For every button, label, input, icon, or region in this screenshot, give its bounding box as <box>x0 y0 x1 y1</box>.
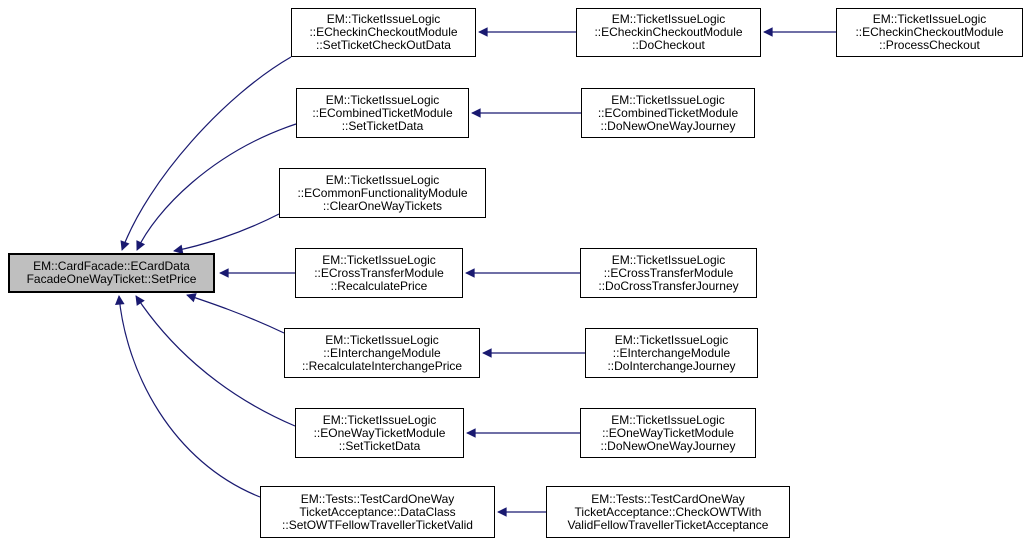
node-label: EM::TicketIssueLogic ::ECombinedTicketMo… <box>597 92 739 133</box>
node-combined-ticket-do-new-one-way-journey[interactable]: EM::TicketIssueLogic ::ECombinedTicketMo… <box>581 88 755 138</box>
node-card-facade-set-price: EM::CardFacade::ECardData FacadeOneWayTi… <box>8 253 215 293</box>
node-cross-transfer-recalculate-price[interactable]: EM::TicketIssueLogic ::ECrossTransferMod… <box>295 248 463 298</box>
edge-combined-set-ticket-data-to-set-price <box>136 123 297 251</box>
node-common-functionality-clear-one-way-tickets[interactable]: EM::TicketIssueLogic ::ECommonFunctional… <box>279 168 486 218</box>
node-interchange-do-interchange-journey[interactable]: EM::TicketIssueLogic ::EInterchangeModul… <box>585 328 758 378</box>
node-label: EM::TicketIssueLogic ::ECommonFunctional… <box>297 172 468 213</box>
node-label: EM::TicketIssueLogic ::ECrossTransferMod… <box>314 252 444 293</box>
node-label: EM::TicketIssueLogic ::ECheckinCheckoutM… <box>855 12 1004 52</box>
node-combined-ticket-set-ticket-data[interactable]: EM::TicketIssueLogic ::ECombinedTicketMo… <box>296 88 469 138</box>
node-label: EM::TicketIssueLogic ::EOneWayTicketModu… <box>313 412 446 453</box>
node-one-way-ticket-do-new-one-way-journey[interactable]: EM::TicketIssueLogic ::EOneWayTicketModu… <box>580 408 756 458</box>
edge-one-way-set-ticket-data-to-set-price <box>135 295 296 427</box>
edge-interchange-recalculate-price-to-set-price <box>186 293 285 334</box>
node-checkin-checkout-do-checkout[interactable]: EM::TicketIssueLogic ::ECheckinCheckoutM… <box>576 8 761 57</box>
edge-checkin-set-checkout-data-to-set-price <box>120 56 292 251</box>
node-label: EM::Tests::TestCardOneWay TicketAcceptan… <box>567 491 769 532</box>
node-label: EM::TicketIssueLogic ::EInterchangeModul… <box>607 332 736 373</box>
node-checkin-checkout-process-checkout[interactable]: EM::TicketIssueLogic ::ECheckinCheckoutM… <box>836 8 1023 57</box>
node-tests-check-owt-with-valid-fellow-traveller-ticket-acceptance[interactable]: EM::Tests::TestCardOneWay TicketAcceptan… <box>546 486 790 538</box>
node-label: EM::TicketIssueLogic ::EOneWayTicketModu… <box>600 412 736 453</box>
node-one-way-ticket-set-ticket-data[interactable]: EM::TicketIssueLogic ::EOneWayTicketModu… <box>295 408 464 458</box>
edge-tests-set-owt-valid-to-set-price <box>115 295 261 498</box>
node-label: EM::Tests::TestCardOneWay TicketAcceptan… <box>282 491 473 532</box>
node-tests-data-class-set-owt-fellow-traveller-ticket-valid[interactable]: EM::Tests::TestCardOneWay TicketAcceptan… <box>260 486 495 538</box>
node-label: EM::TicketIssueLogic ::ECheckinCheckoutM… <box>309 12 458 52</box>
node-checkin-checkout-set-ticket-checkout-data[interactable]: EM::TicketIssueLogic ::ECheckinCheckoutM… <box>291 8 476 57</box>
node-label: EM::TicketIssueLogic ::ECombinedTicketMo… <box>312 92 453 133</box>
node-label: EM::CardFacade::ECardData FacadeOneWayTi… <box>26 259 197 286</box>
node-cross-transfer-do-cross-transfer-journey[interactable]: EM::TicketIssueLogic ::ECrossTransferMod… <box>580 248 757 298</box>
node-label: EM::TicketIssueLogic ::ECheckinCheckoutM… <box>594 12 743 52</box>
edge-clear-one-way-tickets-to-set-price <box>173 213 280 255</box>
node-interchange-recalculate-interchange-price[interactable]: EM::TicketIssueLogic ::EInterchangeModul… <box>284 328 480 378</box>
node-label: EM::TicketIssueLogic ::EInterchangeModul… <box>301 332 463 373</box>
node-label: EM::TicketIssueLogic ::ECrossTransferMod… <box>598 252 739 293</box>
